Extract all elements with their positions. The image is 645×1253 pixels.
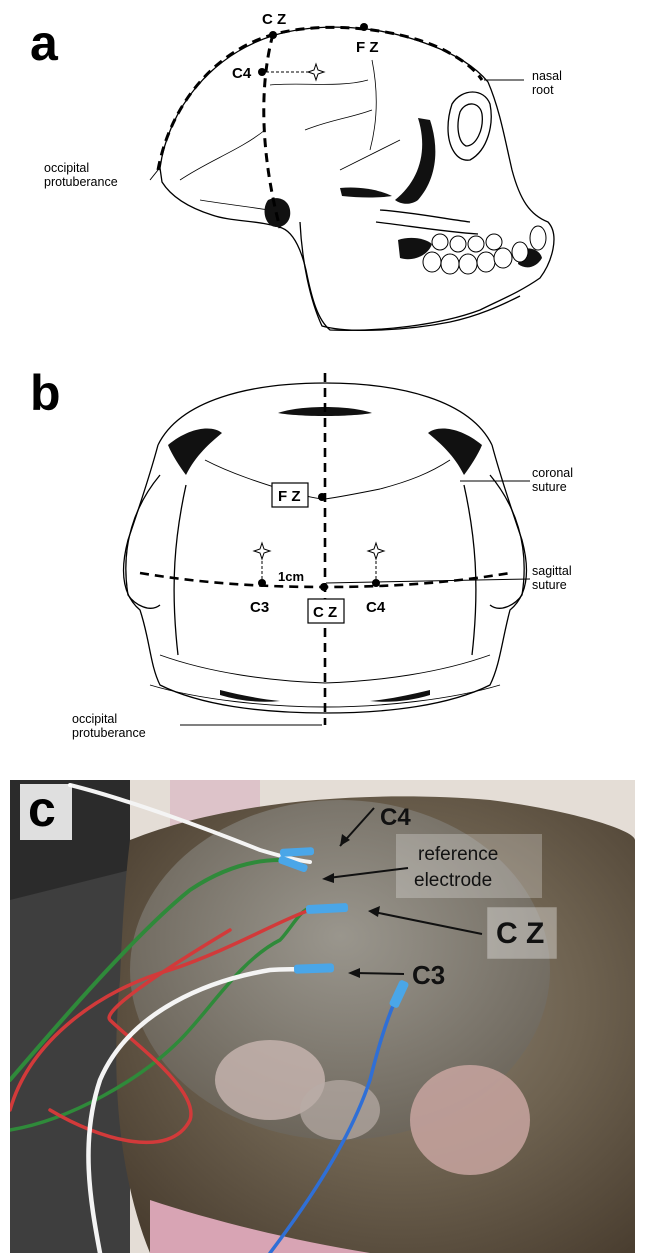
c4-star-icon-b — [368, 543, 384, 559]
coronal-label-1: coronal — [532, 466, 573, 480]
c3-dot-b — [258, 579, 266, 587]
occipital-leader-a — [150, 170, 158, 180]
panel-a-lateral-skull: a — [0, 0, 645, 345]
monkey-ear — [410, 1065, 530, 1175]
panel-a-letter: a — [30, 15, 59, 71]
panel-b-letter: b — [30, 365, 61, 421]
photo-cz-label: C Z — [496, 917, 544, 950]
c3-arrow — [354, 973, 404, 974]
electrode-photo: c C4 reference electrode C Z C3 — [10, 780, 635, 1253]
c3-label-b: C3 — [250, 599, 269, 616]
cz-dot — [269, 31, 277, 39]
panel-c-photo: c C4 reference electrode C Z C3 — [10, 780, 635, 1253]
c4-label: C4 — [232, 65, 252, 82]
lateral-skull-outline — [160, 27, 554, 330]
c3-star-icon — [254, 543, 270, 559]
fz-dot-b — [318, 493, 326, 501]
fz-label-b: F Z — [278, 488, 301, 505]
cz-label-b: C Z — [313, 604, 337, 621]
sagittal-label-1: sagittal — [532, 564, 572, 578]
fz-label: F Z — [356, 39, 379, 56]
distance-label: 1cm — [278, 569, 304, 584]
cz-dot-b — [320, 583, 328, 591]
panel-c-letter: c — [28, 781, 56, 837]
c4-dot-b — [372, 579, 380, 587]
occipital-label-b-2: protuberance — [72, 726, 146, 740]
dorsal-skull-diagram: b — [0, 355, 645, 755]
c4-label-b: C4 — [366, 599, 386, 616]
sagittal-label-2: suture — [532, 578, 567, 592]
cz-label: C Z — [262, 11, 286, 28]
occipital-label-a-2: protuberance — [44, 175, 118, 189]
coronal-label-2: suture — [532, 480, 567, 494]
c4-star-icon — [308, 64, 324, 80]
fz-dot — [360, 23, 368, 31]
photo-c3-label: C3 — [412, 960, 445, 990]
panel-b-dorsal-skull: b — [0, 355, 645, 755]
occipital-label-a-1: occipital — [44, 161, 89, 175]
reference-label-2: electrode — [414, 870, 492, 891]
reference-label-1: reference — [418, 844, 498, 865]
nasal-root-label-1: nasal — [532, 69, 562, 83]
occipital-label-b-1: occipital — [72, 712, 117, 726]
c4-dot — [258, 68, 266, 76]
nasal-root-label-2: root — [532, 83, 554, 97]
photo-c4-label: C4 — [380, 804, 411, 831]
lateral-skull-diagram: a — [0, 0, 645, 345]
